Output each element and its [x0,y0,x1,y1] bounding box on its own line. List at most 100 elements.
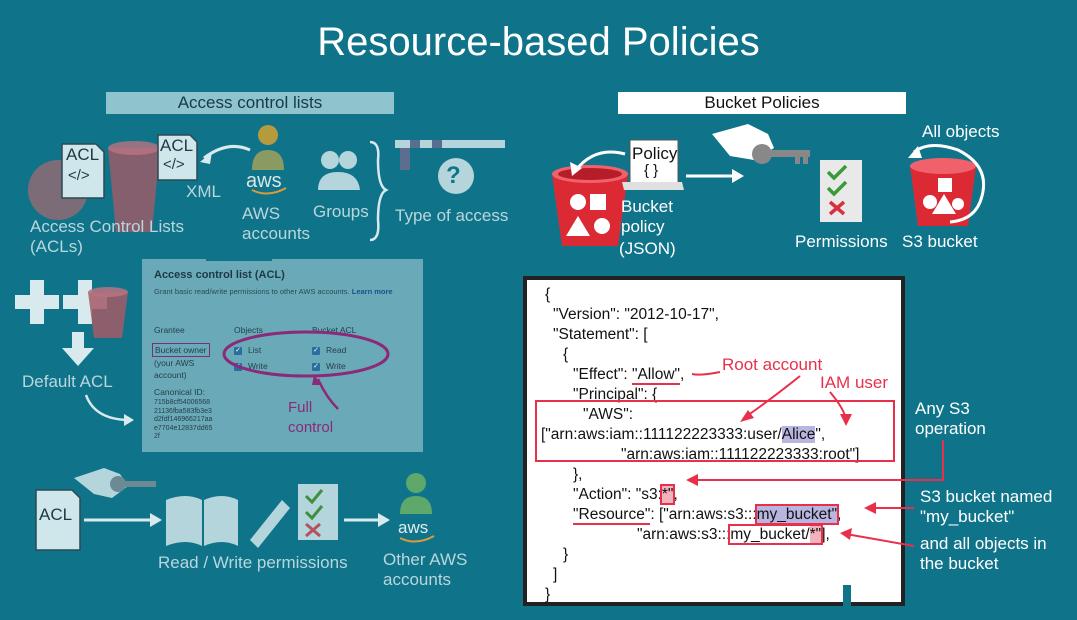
acl-document-icon [61,143,105,199]
acl-icon-label-2: ACL [160,136,194,155]
read-label: Read [326,345,347,355]
list-label: List [248,345,262,355]
bucket-highlight: my_bucket" [754,504,840,525]
brace-shape [369,140,389,242]
action-key: "Action": "s3: [573,486,662,503]
rw-permissions-label: Read / Write permissions [158,553,348,572]
down-arrow-shape [62,348,94,366]
acl-icon-label: ACL [66,145,100,164]
canonical-id-value: 715b8cf54006568 21136fba583fb3e3 d2fdf14… [154,399,212,442]
policy-scroll-icon [629,139,679,187]
canonical-line: 715b8cf54006568 [154,399,211,406]
control-label: control [288,419,334,436]
your-aws-text: (your AWS [154,358,195,368]
page-title: Resource-based Policies [317,20,760,64]
policy-line: "Statement": [ [553,326,648,343]
aws-logo-text-2: aws [398,518,429,537]
acl-icon-label-3: ACL [39,505,73,524]
write-label: Write [248,361,268,371]
canonical-line: d2fdf146966217aa [154,416,213,423]
aws-account-icon [258,125,278,145]
faded-bucket-icon [108,148,160,232]
iam-user-annotation: IAM user [820,373,889,392]
check-icon: ✓ [234,346,242,355]
objects-bracket: ], [821,526,830,543]
acl-document-icon-2 [157,134,198,181]
code-glyph: </> [68,167,90,184]
col-bucket-acl: Bucket ACL [312,325,357,335]
policy-line: } [563,546,569,563]
question-icon [438,158,474,194]
objects-list-checkbox[interactable]: ✓ List [234,345,261,355]
bucket-write-checkbox[interactable]: ✓ Write [312,361,346,371]
objects-arn-box: my_bucket/*" [728,524,824,545]
check-icon: ✓ [312,362,320,371]
resource-key: "Resource" [573,506,651,525]
acls-label: (ACLs) [30,237,83,256]
policy-line: "arn:aws:iam::111122223333:root"] [621,446,860,463]
groups-icon [321,151,339,169]
alice-highlight: Alice [781,426,816,443]
objects-arn-prefix: "arn:aws:s3::: [637,526,731,543]
all-objects-annotation-1: and all objects in [920,534,1047,553]
principal-user-arn: ["arn:aws:iam::111122223333:user/ [541,426,782,443]
effect-key: "Effect": [573,366,632,383]
policy-line: "Effect": "Allow", [573,366,685,385]
any-s3-annotation-2: operation [915,419,986,438]
other-aws-account-icon [406,473,426,493]
left-graphics [15,125,505,551]
s3-bucket-named-annotation-2: "my_bucket" [920,507,1015,526]
policy-line: ] [553,566,558,583]
right-graphics [552,124,985,246]
effect-comma: , [680,366,685,383]
col-objects: Objects [234,325,263,335]
barrier-icon [395,140,505,148]
bucket-read-checkbox[interactable]: ✓ Read [312,345,346,355]
groups-label: Groups [313,202,369,221]
xml-label: XML [186,182,221,201]
canonical-line: 21136fba583fb3e3 [154,407,212,415]
full-label: Full [288,399,313,416]
small-bucket-icon [88,292,128,338]
policy-line: ["arn:aws:iam::111122223333:user/Alice", [541,426,825,444]
acl-console-panel: Access control list (ACL) Grant basic re… [142,259,423,452]
resource-arn-prefix: : ["arn:aws:s3::: [650,506,757,523]
policy-line: { [563,346,569,363]
default-acl-label: Default ACL [22,372,113,391]
policy-line: "Version": "2012-10-17", [553,306,719,323]
check-icon: ✓ [312,346,320,355]
acl-panel-title: Access control list (ACL) [154,269,285,281]
s3-bucket-label: S3 bucket [902,232,978,251]
learn-more-link[interactable]: Learn more [351,287,393,296]
question-glyph: ? [446,162,461,189]
policy-line: "arn:aws:s3:::my_bucket/*"], [637,524,830,545]
bucket-policy-label-3: (JSON) [619,239,676,258]
col-grantee: Grantee [154,325,185,335]
policy-line: { [545,286,551,303]
acl-document-icon-3 [35,489,81,551]
code-glyph-2: </> [163,156,185,173]
full-control-ellipse [206,259,390,410]
policy-line: }, [573,466,583,483]
action-wildcard: *" [659,484,676,505]
resource-comma: , [837,506,842,523]
account-text: account) [154,370,187,380]
canonical-line: e7704e12837dd65 [154,424,213,432]
aws-accounts-label-1: AWS [242,204,281,223]
book-icon [166,496,202,546]
acl-section-header: Access control lists [106,92,394,114]
bucket-policies-header: Bucket Policies [618,92,906,114]
policy-line: "Principal": { [573,386,658,403]
policy-line: "Action": "s3:*", [573,484,678,505]
permissions-label: Permissions [795,232,888,251]
pencil-icon [250,500,290,548]
effect-value: "Allow" [631,366,681,385]
all-objects-annotation-2: the bucket [920,554,999,573]
policy-line: "Resource": ["arn:aws:s3:::my_bucket", [573,504,842,525]
write-label-2: Write [326,361,346,371]
any-s3-annotation-1: Any S3 [915,399,970,418]
braces-glyph: { } [644,162,659,179]
access-control-lists-label: Access Control Lists [30,217,184,236]
canonical-id-label: Canonical ID: [154,387,206,397]
